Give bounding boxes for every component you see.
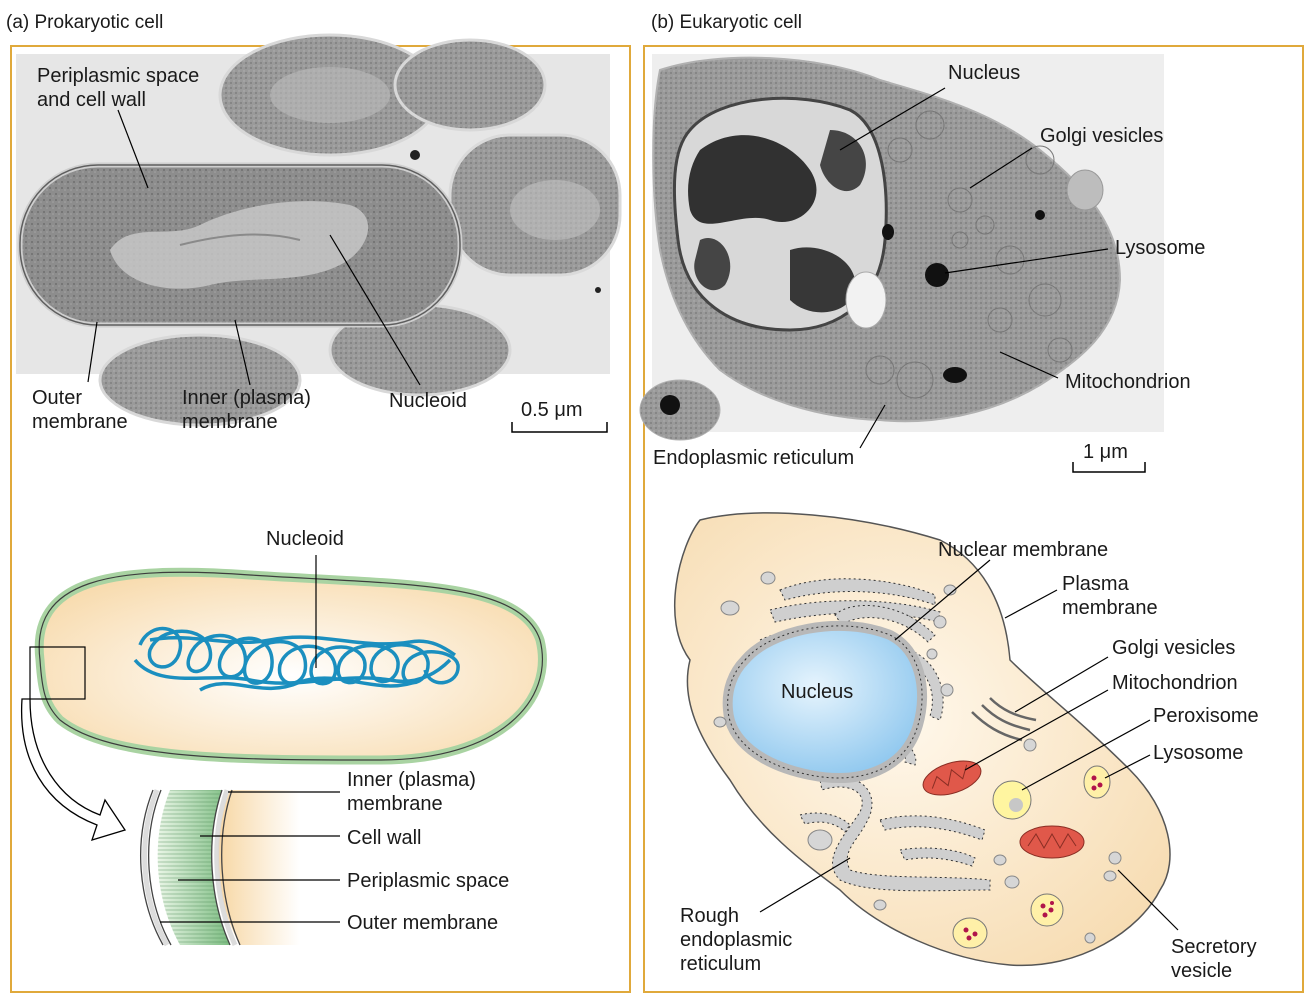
label-inner-membrane-micro: Inner (plasma) membrane (182, 387, 311, 433)
nucleoid-dna (133, 627, 460, 692)
label-golgi-micro: Golgi vesicles (1040, 125, 1164, 147)
label-outer-membrane-micro: Outer membrane (32, 387, 128, 433)
label-golgi-diagram: Golgi vesicles (1112, 637, 1236, 659)
panel-b-frame (643, 45, 1304, 993)
label-peroxisome: Peroxisome (1153, 705, 1259, 727)
label-cell-wall: Cell wall (347, 827, 422, 849)
label-nuclear-membrane: Nuclear membrane (938, 539, 1109, 561)
eukaryote-diagram (673, 512, 1179, 967)
scale-bar-label-b: 1 μm (1083, 441, 1128, 463)
panel-a-title: (a) Prokaryotic cell (6, 12, 164, 33)
label-nucleoid-micro: Nucleoid (389, 390, 467, 412)
label-secretory-vesicle: Secretory vesicle (1171, 936, 1257, 982)
label-outer-membrane-diagram: Outer membrane (347, 912, 499, 934)
eukaryote-micrograph (639, 54, 1164, 473)
label-periplasmic-space: Periplasmic space (347, 870, 510, 892)
label-er-micro: Endoplasmic reticulum (653, 447, 855, 469)
scale-bar-label-a: 0.5 μm (521, 399, 583, 421)
label-plasma-membrane: Plasma membrane (1062, 573, 1158, 619)
prokaryote-micrograph (16, 33, 622, 433)
label-mitochondrion-diagram: Mitochondrion (1112, 672, 1238, 694)
label-nucleoid-diagram: Nucleoid (266, 528, 344, 550)
prokaryote-diagram (20, 555, 547, 947)
label-lysosome-diagram: Lysosome (1153, 742, 1244, 764)
panel-b-title: (b) Eukaryotic cell (651, 12, 802, 33)
label-mitochondrion-micro: Mitochondrion (1065, 371, 1191, 393)
label-inner-membrane-diagram: Inner (plasma) membrane (347, 769, 476, 815)
label-lysosome-micro: Lysosome (1115, 237, 1206, 259)
label-rough-er: Rough endoplasmic reticulum (680, 905, 793, 975)
label-nucleus-diagram: Nucleus (781, 681, 854, 703)
label-nucleus-micro: Nucleus (948, 62, 1021, 84)
label-periplasmic-cell-wall: Periplasmic space and cell wall (37, 65, 200, 111)
